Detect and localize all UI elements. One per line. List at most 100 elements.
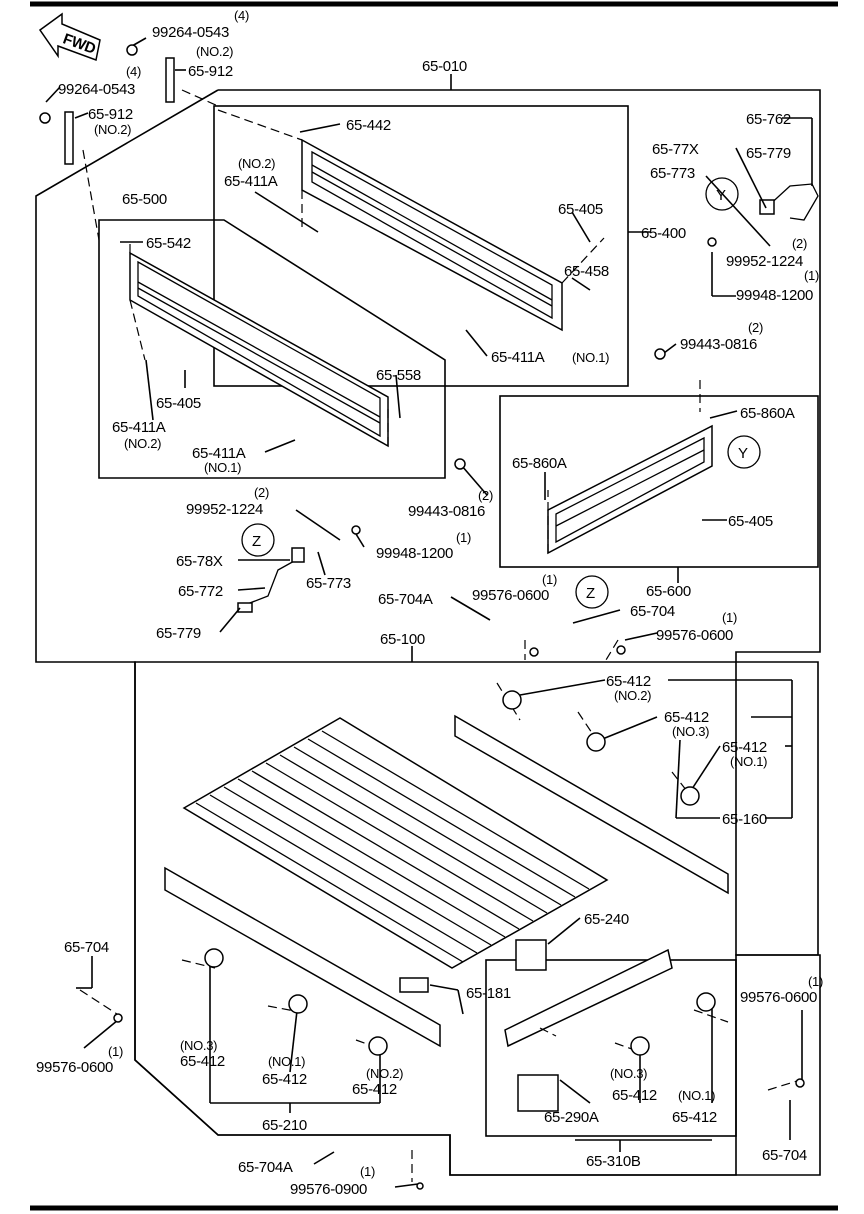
tailgate-box-600	[499, 395, 819, 568]
callout-label: 65-400	[641, 225, 686, 242]
callout-label: 65-405	[728, 513, 773, 530]
callout-label: 65-704A	[238, 1159, 293, 1176]
callout-label: 65-412	[664, 709, 709, 726]
floor-box-100	[134, 661, 819, 1176]
callout-label: 99576-0600	[472, 587, 549, 604]
callout-label: 65-779	[746, 145, 791, 162]
callout-label: 99443-0816	[408, 503, 485, 520]
callout-label: 65-411A	[491, 349, 545, 366]
callout-label: 65-411A	[224, 173, 278, 190]
callout-label: 65-704A	[378, 591, 433, 608]
callout-label: (NO.2)	[614, 688, 651, 703]
marker-y-top-circle	[705, 177, 739, 211]
callout-label: 99948-1200	[736, 287, 813, 304]
callout-label: (NO.3)	[610, 1066, 647, 1081]
tailgate-part	[547, 424, 713, 555]
marker-y-mid: Y	[738, 445, 748, 462]
callout-label: (NO.3)	[672, 724, 709, 739]
callout-label: 65-412	[672, 1109, 717, 1126]
lever-rod-part	[237, 547, 305, 613]
callout-label: (NO.2)	[124, 436, 161, 451]
rail-box-310b	[485, 959, 737, 1137]
callout-label: (1)	[108, 1044, 123, 1059]
left-rail-part	[164, 866, 441, 1048]
callout-label: (1)	[804, 268, 819, 283]
marker-z-mid-circle	[575, 575, 609, 609]
callout-label: (NO.1)	[204, 460, 241, 475]
callout-label: 65-310B	[586, 1153, 641, 1170]
marker-y-mid-circle	[727, 435, 761, 469]
callout-label: (NO.2)	[196, 44, 233, 59]
callout-label: 65-181	[466, 985, 511, 1002]
callout-label: 65-542	[146, 235, 191, 252]
hardware-parts	[39, 44, 805, 1190]
callout-label: 65-412	[262, 1071, 307, 1088]
marker-y-top: Y	[716, 187, 726, 204]
header-box-400	[213, 105, 629, 387]
marker-z-mid: Z	[586, 585, 595, 602]
callout-label: 65-704	[64, 939, 109, 956]
callout-label: 65-160	[722, 811, 767, 828]
panel-box-500	[98, 219, 446, 479]
callout-label: 65-860A	[740, 405, 795, 422]
callout-label: 65-412	[606, 673, 651, 690]
right-rail-part	[454, 714, 729, 895]
callout-label: (1)	[360, 1164, 375, 1179]
callout-label: 65-762	[746, 111, 791, 128]
callout-label: 65-500	[122, 191, 167, 208]
callout-label: (NO.3)	[180, 1038, 217, 1053]
callout-label: (1)	[722, 610, 737, 625]
callout-label: 99576-0600	[656, 627, 733, 644]
callout-label: 65-290A	[544, 1109, 599, 1126]
callout-label: 65-412	[352, 1081, 397, 1098]
callout-label: 65-912	[88, 106, 133, 123]
callout-label: 65-411A	[112, 419, 166, 436]
callout-label: (4)	[234, 8, 249, 23]
callout-label: (NO.1)	[730, 754, 767, 769]
callout-label: (NO.2)	[366, 1066, 403, 1081]
callout-label: (NO.2)	[94, 122, 131, 137]
callout-label: 65-704	[630, 603, 675, 620]
header-panel-part	[301, 138, 563, 332]
callout-label: 65-78X	[176, 553, 223, 570]
callout-label: 65-405	[558, 201, 603, 218]
callout-label: 65-77X	[652, 141, 699, 158]
callout-label: (4)	[126, 64, 141, 79]
callout-label: 65-773	[306, 575, 351, 592]
callout-label: 99576-0900	[290, 1181, 367, 1198]
callout-label: (NO.2)	[238, 156, 275, 171]
callout-label: (2)	[254, 485, 269, 500]
callout-label: (NO.1)	[268, 1054, 305, 1069]
callout-label: 65-779	[156, 625, 201, 642]
callout-labels: (4) 99264-0543 (NO.2) (4) 65-912 99264-0…	[36, 8, 823, 1198]
callout-label: (1)	[808, 974, 823, 989]
callout-label: (2)	[748, 320, 763, 335]
callout-label: 65-100	[380, 631, 425, 648]
callout-label: 65-240	[584, 911, 629, 928]
callout-label: 65-210	[262, 1117, 307, 1134]
callout-label: 65-860A	[512, 455, 567, 472]
callout-label: 65-558	[376, 367, 421, 384]
callout-label: 65-405	[156, 395, 201, 412]
callout-label: 99443-0816	[680, 336, 757, 353]
callout-label: 99576-0600	[740, 989, 817, 1006]
fwd-arrow-icon: FWD	[38, 12, 101, 62]
callout-label: 65-411A	[192, 445, 246, 462]
marker-z-left: Z	[252, 533, 261, 550]
callout-label: 99952-1224	[186, 501, 263, 518]
callout-label: (1)	[456, 530, 471, 545]
callout-label: (NO.1)	[572, 350, 609, 365]
callout-label: (2)	[478, 488, 493, 503]
callout-label: 65-912	[188, 63, 233, 80]
floor-panel-part	[182, 717, 609, 969]
callout-label: 65-412	[612, 1087, 657, 1104]
callout-label: 99576-0600	[36, 1059, 113, 1076]
callout-label: 65-412	[180, 1053, 225, 1070]
callout-label: 65-412	[722, 739, 767, 756]
callout-label: 65-010	[422, 58, 467, 75]
callout-label: (1)	[542, 572, 557, 587]
callout-label: 65-442	[346, 117, 391, 134]
callout-label: 65-704	[762, 1147, 807, 1164]
callout-label: 99264-0543	[58, 81, 135, 98]
